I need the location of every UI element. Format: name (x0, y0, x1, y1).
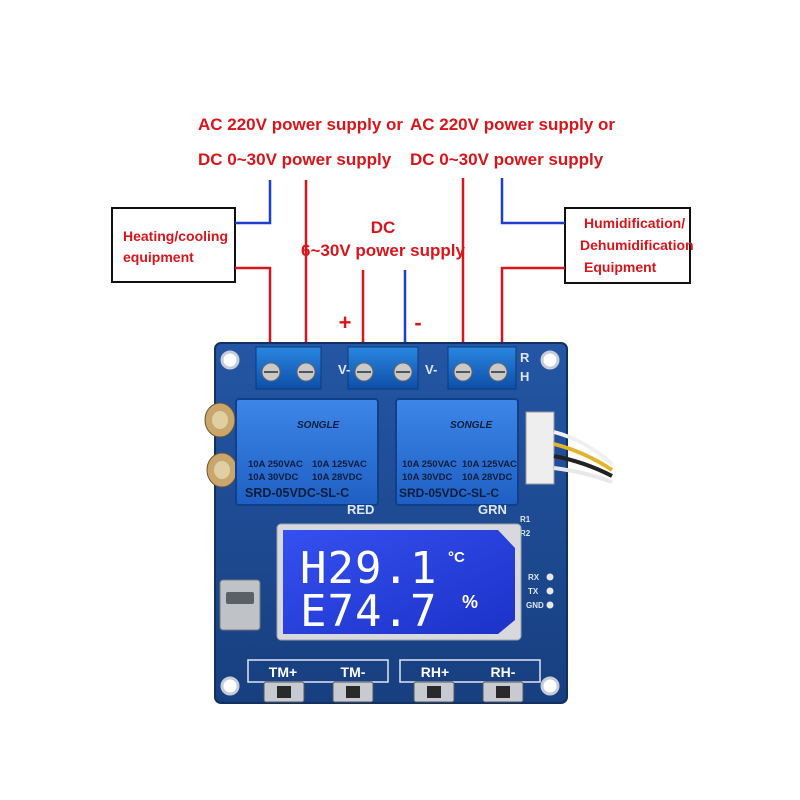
relay-left: SONGLE 10A 250VAC 10A 125VAC 10A 30VDC 1… (235, 398, 379, 506)
relay-left-rating2: 10A 125VAC (312, 459, 367, 470)
lcd-unit-percent: % (462, 592, 478, 612)
controller-board: V- V- R H SONGLE 10A 250VAC 10A 125VAC 1… (204, 342, 614, 704)
dc-label-line2: 6~30V power supply (301, 241, 465, 260)
rh-plus-label: RH+ (421, 664, 449, 680)
red-label: RED (347, 502, 374, 517)
humid-label-line3: Equipment (584, 259, 657, 275)
wires (235, 178, 565, 355)
relay-left-brand: SONGLE (297, 420, 340, 431)
sensor-connector (525, 411, 614, 485)
grn-label: GRN (478, 502, 507, 517)
terminal-block-left (255, 346, 322, 390)
right-supply-label-line2: DC 0~30V power supply (410, 150, 604, 169)
mounting-holes (220, 350, 560, 696)
v-minus-left-label: V- (338, 362, 350, 377)
svg-text:RX: RX (528, 573, 540, 582)
serial-pins: RX TX GND (526, 573, 554, 610)
relay-left-model: SRD-05VDC-SL-C (245, 486, 349, 500)
relay-left-rating1: 10A 250VAC (248, 459, 303, 470)
relay-left-rating4: 10A 28VDC (312, 472, 362, 483)
wire-heating-blue (235, 180, 272, 225)
v-minus-right-label: V- (425, 362, 437, 377)
minus-sign: - (414, 310, 421, 335)
tm-minus-button[interactable] (332, 681, 374, 703)
svg-text:TX: TX (528, 587, 539, 596)
left-supply-label-line1: AC 220V power supply or (198, 115, 403, 134)
lcd-unit-celsius: °C (448, 549, 465, 566)
terminal-block-right (447, 346, 517, 390)
capacitors (204, 402, 238, 488)
terminal-block-power (347, 346, 419, 390)
tm-plus-button[interactable] (263, 681, 305, 703)
h-label: H (520, 369, 529, 384)
relay-right-rating3: 10A 30VDC (402, 472, 452, 483)
tm-minus-label: TM- (341, 664, 366, 680)
lcd-line1: H29.1 (300, 543, 437, 594)
left-supply-label-line2: DC 0~30V power supply (198, 150, 392, 169)
right-supply-label-line1: AC 220V power supply or (410, 115, 615, 134)
wire-heating-red (235, 266, 272, 355)
rh-minus-button[interactable] (482, 681, 524, 703)
heating-label-line1: Heating/cooling (123, 228, 228, 244)
svg-text:GND: GND (526, 601, 544, 610)
heating-label-line2: equipment (123, 249, 194, 265)
rh-minus-label: RH- (491, 664, 516, 680)
dc-label-line1: DC (371, 218, 396, 237)
relay-right-brand: SONGLE (450, 420, 493, 431)
wire-humid-red (500, 266, 565, 355)
r-label: R (520, 350, 530, 365)
lcd-display: H29.1 °C E74.7 % (276, 523, 522, 641)
wire-humid-blue (500, 178, 565, 225)
plus-sign: + (339, 310, 352, 335)
r2-label: R2 (520, 529, 531, 538)
humid-label-line1: Humidification/ (584, 215, 685, 231)
heating-cooling-box: Heating/cooling equipment (111, 207, 236, 283)
relay-right-rating2: 10A 125VAC (462, 459, 517, 470)
humid-label-line2: Dehumidification (580, 237, 694, 253)
rh-plus-button[interactable] (413, 681, 455, 703)
tm-plus-label: TM+ (269, 664, 297, 680)
humidification-box: Humidification/ Dehumidification Equipme… (564, 207, 694, 284)
relay-right-rating4: 10A 28VDC (462, 472, 512, 483)
r1-label: R1 (520, 515, 531, 524)
push-buttons (263, 681, 524, 703)
relay-left-rating3: 10A 30VDC (248, 472, 298, 483)
relay-right-rating1: 10A 250VAC (402, 459, 457, 470)
usb-port (219, 579, 261, 631)
lcd-line2: E74.7 (300, 586, 437, 637)
relay-right: SONGLE 10A 250VAC 10A 125VAC 10A 30VDC 1… (395, 398, 519, 506)
relay-right-model: SRD-05VDC-SL-C (399, 486, 499, 500)
